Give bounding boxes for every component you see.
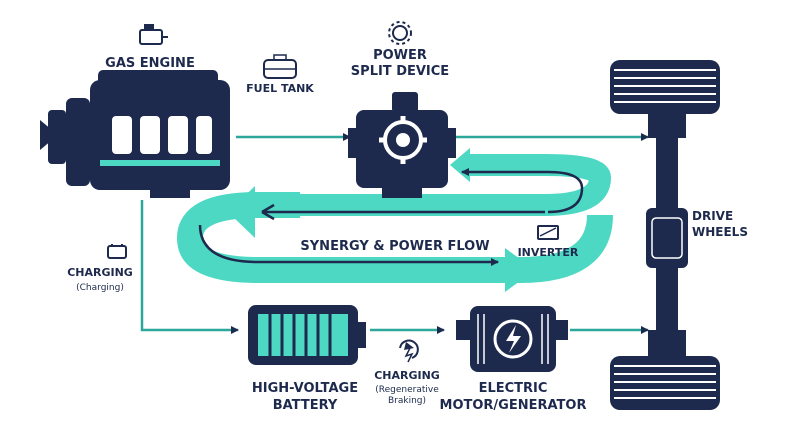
synergy-flow-label: SYNERGY & POWER FLOW — [300, 239, 489, 254]
power-split-label-line1: POWER — [373, 48, 427, 63]
arrow-engine-to-battery — [140, 200, 239, 334]
engine-label: GAS ENGINE — [105, 56, 195, 71]
charging-regen-title: CHARGING — [374, 369, 440, 382]
charging-regen-sub2: Braking) — [388, 396, 426, 406]
battery-small-icon — [107, 244, 127, 259]
motor-label-line1: ELECTRIC — [479, 381, 548, 396]
charging-regen-sub1: (Regenerative — [375, 385, 439, 395]
fuel-tank-icon — [263, 54, 297, 79]
drive-wheels-label-line1: DRIVE — [692, 209, 733, 223]
power-split-device-icon — [348, 92, 456, 198]
electric-motor-icon — [456, 306, 568, 372]
teal-arrow-right — [505, 248, 535, 292]
gear-icon — [388, 21, 412, 45]
fuel-tank-label: FUEL TANK — [246, 82, 314, 95]
high-voltage-battery-icon — [248, 305, 366, 365]
engine-check-icon — [139, 24, 168, 45]
power-split-label-line2: SPLIT DEVICE — [351, 64, 449, 79]
drive-wheels-label-line2: WHEELS — [692, 225, 748, 239]
connection-arrows — [140, 133, 649, 334]
drive-wheels-icon — [610, 60, 720, 410]
synergy-flow-loop — [176, 148, 613, 292]
battery-label-line1: HIGH-VOLTAGE — [252, 381, 358, 396]
inverter-label: INVERTER — [518, 246, 579, 259]
regen-cycle-icon — [399, 339, 419, 363]
charging-left-sub: (Charging) — [76, 283, 124, 293]
charging-left-title: CHARGING — [67, 266, 133, 279]
gas-engine-icon — [40, 70, 230, 198]
teal-arrow-left — [228, 186, 255, 238]
motor-label-line2: MOTOR/GENERATOR — [440, 398, 587, 413]
inverter-icon — [537, 225, 559, 240]
battery-label-line2: BATTERY — [273, 398, 338, 413]
